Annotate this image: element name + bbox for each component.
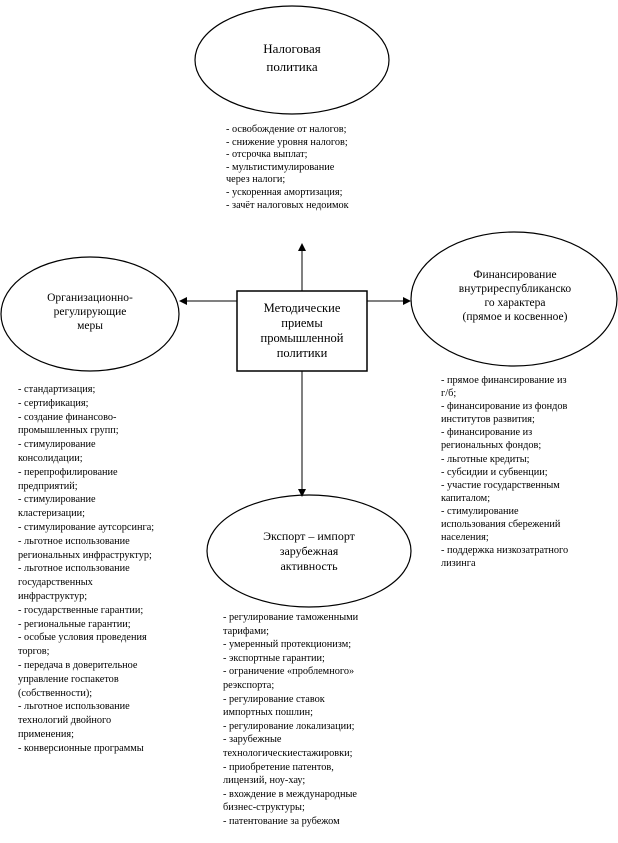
- list-item: региональных инфраструктур;: [18, 549, 152, 561]
- list-item: реэкспорта;: [223, 679, 275, 691]
- list-item: - вхождение в международные: [223, 788, 357, 800]
- list-item: - субсидии и субвенции;: [441, 466, 548, 478]
- oval-tax: [194, 5, 390, 115]
- list-item: - отсрочка выплат;: [226, 149, 308, 161]
- list-item: - финансирование из фондов: [441, 401, 568, 413]
- list-item: - региональные гарантии;: [18, 618, 131, 630]
- list-item: - ускоренная амортизация;: [226, 186, 343, 198]
- list-item: торгов;: [18, 646, 50, 658]
- list-item: - прямое финансирование из: [441, 375, 567, 386]
- list-item: - освобождение от налогов;: [226, 124, 347, 135]
- oval-fin: [410, 231, 618, 367]
- list-item: технологическиестажировки;: [223, 747, 353, 759]
- list-item: - умеренный протекционизм;: [223, 639, 352, 651]
- list-item: - снижение уровня налогов;: [226, 136, 348, 148]
- list-item: импортных пошлин;: [223, 707, 313, 719]
- list-item: - стимулирование: [18, 494, 96, 506]
- list-item: - финансирование из: [441, 427, 533, 439]
- list-item: - участие государственным: [441, 479, 560, 491]
- list-item: капиталом;: [441, 492, 491, 504]
- list-item: инфраструктур;: [18, 590, 88, 602]
- tax-items: - освобождение от налогов; - снижение ур…: [226, 124, 349, 212]
- list-item: лизинга: [441, 558, 476, 570]
- list-item: тарифами;: [223, 625, 269, 637]
- center-box: [236, 290, 368, 372]
- list-item: лицензий, ноу-хау;: [223, 775, 306, 787]
- list-item: - экспортные гарантии;: [223, 652, 325, 664]
- list-item: - приобретение патентов,: [223, 761, 334, 773]
- list-item: - регулирование ставок: [223, 693, 325, 705]
- list-item: - зарубежные: [223, 734, 282, 746]
- list-item: населения;: [441, 532, 489, 544]
- list-item: - льготное использование: [18, 563, 130, 575]
- list-item: региональных фондов;: [441, 440, 542, 452]
- list-item: кластеризации;: [18, 508, 86, 520]
- list-item: - регулирование локализации;: [223, 720, 355, 732]
- list-item: государственных: [18, 577, 93, 589]
- list-item: - особые условия проведения: [18, 632, 147, 644]
- oval-exp: [206, 494, 412, 608]
- list-item: - зачёт налоговых недоимок: [226, 199, 349, 211]
- list-item: г/б;: [441, 388, 457, 400]
- list-item: - льготное использование: [18, 701, 130, 713]
- list-item: управление госпакетов: [18, 673, 119, 685]
- org-items: - стандартизация; - сертификация; - созд…: [18, 383, 154, 756]
- list-item: бизнес-структуры;: [223, 802, 305, 814]
- list-item: - сертификация;: [18, 397, 89, 409]
- list-item: - льготные кредиты;: [441, 453, 530, 465]
- list-item: - стимулирование аутсорсинга;: [18, 521, 155, 533]
- list-item: - стандартизация;: [18, 384, 96, 395]
- list-item: (собственности);: [18, 687, 93, 699]
- fin-items: - прямое финансирование из г/б; - финанс…: [441, 374, 568, 570]
- list-item: - государственные гарантии;: [18, 604, 144, 616]
- list-item: - стимулирование: [441, 505, 519, 517]
- list-item: - стимулирование: [18, 439, 96, 451]
- list-item: - конверсионные программы: [18, 742, 144, 754]
- list-item: - поддержка низкозатратного: [441, 545, 569, 557]
- list-item: - патентование за рубежом: [223, 815, 340, 827]
- list-item: - мультистимулирование: [226, 161, 335, 173]
- list-item: технологий двойного: [18, 715, 112, 727]
- exp-items: - регулирование таможенными тарифами; - …: [223, 611, 358, 829]
- list-item: - ограничение «проблемного»: [223, 666, 355, 678]
- list-item: - передача в доверительное: [18, 659, 138, 671]
- list-item: - перепрофилирование: [18, 466, 118, 478]
- list-item: - создание финансово-: [18, 411, 117, 423]
- list-item: - регулирование таможенными: [223, 612, 359, 623]
- list-item: использования сбережений: [441, 519, 561, 531]
- list-item: институтов развития;: [441, 414, 535, 426]
- list-item: консолидации;: [18, 452, 83, 464]
- list-item: через налоги;: [226, 174, 286, 186]
- oval-org: [0, 256, 180, 372]
- list-item: предприятий;: [18, 480, 78, 492]
- list-item: - льготное использование: [18, 535, 130, 547]
- list-item: применения;: [18, 728, 74, 740]
- list-item: промышленных групп;: [18, 425, 119, 437]
